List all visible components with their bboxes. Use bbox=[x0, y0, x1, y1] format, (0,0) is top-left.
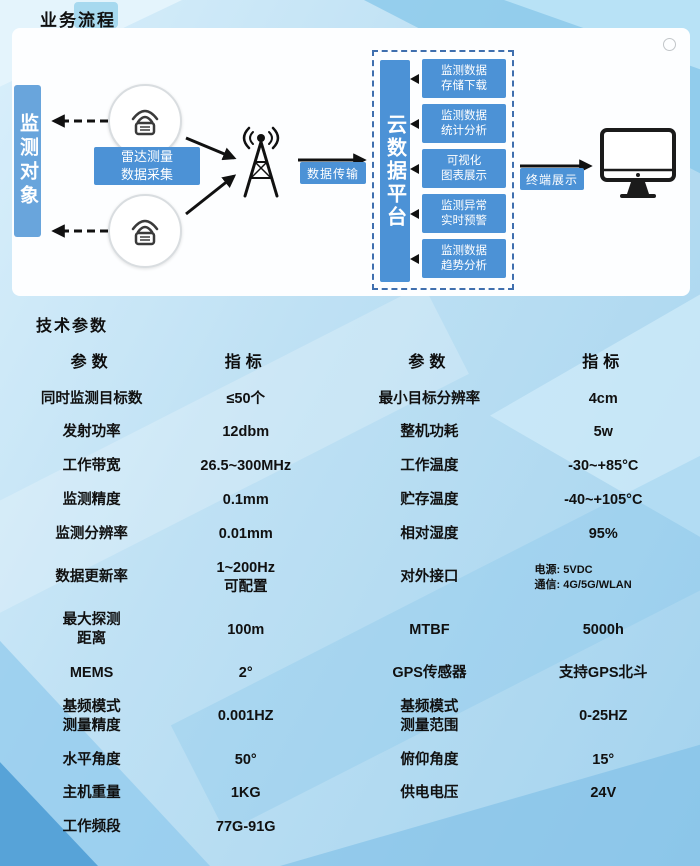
param-cell: 相对湿度 bbox=[400, 525, 459, 542]
data-transfer-label: 数据传输 bbox=[300, 162, 366, 184]
param-cell: 最小目标分辨率 bbox=[378, 390, 481, 407]
value-cell bbox=[525, 820, 682, 835]
cloud-platform-bar: 云数据平台 bbox=[380, 60, 410, 282]
cloud-item-label: 监测数据 存储下载 bbox=[422, 59, 506, 98]
param-cell: MEMS bbox=[69, 665, 114, 682]
params-section-title: 技术参数 bbox=[36, 318, 109, 335]
terminal-display-label: 终端展示 bbox=[520, 168, 584, 190]
value-cell: 24V bbox=[590, 785, 617, 802]
param-cell: 同时监测目标数 bbox=[40, 390, 143, 407]
left-arrow-icon bbox=[410, 163, 419, 174]
left-arrow-icon bbox=[410, 208, 419, 219]
flow-section-title: 业务流程 bbox=[40, 11, 116, 30]
value-cell: 50° bbox=[234, 751, 257, 768]
param-cell: MTBF bbox=[409, 621, 450, 638]
param-cell: 主机重量 bbox=[62, 785, 121, 802]
watermark-icon bbox=[663, 38, 676, 51]
param-cell: 基频模式 测量精度 bbox=[62, 698, 121, 734]
param-cell: GPS传感器 bbox=[392, 665, 467, 682]
cloud-item: 监测异常 实时预警 bbox=[410, 194, 506, 233]
table-header: 指标 bbox=[582, 354, 625, 371]
radar-sensor-node bbox=[108, 194, 182, 268]
value-cell: 4cm bbox=[588, 390, 618, 407]
cloud-item: 可视化 图表展示 bbox=[410, 149, 506, 188]
param-cell bbox=[334, 820, 524, 835]
radar-collect-label: 雷达测量 数据采集 bbox=[94, 147, 200, 185]
table-header: 指标 bbox=[224, 354, 267, 371]
param-cell: 工作温度 bbox=[400, 458, 459, 475]
param-cell: 最大探测 距离 bbox=[62, 612, 121, 648]
param-cell: 发射功率 bbox=[62, 424, 121, 441]
left-arrow-icon bbox=[410, 118, 419, 129]
value-cell: -40~+105°C bbox=[564, 492, 643, 509]
param-cell: 监测分辨率 bbox=[55, 525, 128, 542]
monitored-objects-bar: 监测对象 bbox=[14, 85, 41, 237]
param-cell: 工作带宽 bbox=[62, 458, 121, 475]
param-cell: 工作频段 bbox=[62, 819, 121, 836]
param-cell: 水平角度 bbox=[62, 751, 121, 768]
title-highlight bbox=[74, 2, 118, 28]
cloud-item: 监测数据 统计分析 bbox=[410, 104, 506, 143]
param-cell: 对外接口 bbox=[400, 569, 459, 586]
value-cell: 5w bbox=[593, 424, 613, 441]
value-cell: 0-25HZ bbox=[579, 708, 628, 725]
value-cell: 1KG bbox=[230, 785, 261, 802]
table-header: 参数 bbox=[70, 354, 113, 371]
cloud-item-label: 监测数据 统计分析 bbox=[422, 104, 506, 143]
radar-sensor-icon bbox=[123, 207, 167, 256]
value-cell: 95% bbox=[588, 525, 618, 542]
cloud-platform-box: 云数据平台 监测数据 存储下载监测数据 统计分析可视化 图表展示监测异常 实时预… bbox=[372, 50, 514, 290]
param-cell: 供电电压 bbox=[400, 785, 459, 802]
left-arrow-icon bbox=[410, 253, 419, 264]
value-cell: 1~200Hz 可配置 bbox=[216, 559, 275, 595]
cloud-item-label: 可视化 图表展示 bbox=[422, 149, 506, 188]
value-cell: 电源: 5VDC 通信: 4G/5G/WLAN bbox=[534, 564, 632, 591]
value-cell: 12dbm bbox=[222, 424, 270, 441]
cloud-item: 监测数据 趋势分析 bbox=[410, 239, 506, 278]
value-cell: 100m bbox=[227, 621, 265, 638]
param-cell: 贮存温度 bbox=[400, 492, 459, 509]
param-cell: 数据更新率 bbox=[55, 569, 128, 586]
value-cell: 0.1mm bbox=[222, 492, 269, 509]
value-cell: 0.01mm bbox=[218, 525, 273, 542]
table-header: 参数 bbox=[408, 354, 451, 371]
radar-sensor-icon bbox=[123, 97, 167, 146]
value-cell: 15° bbox=[592, 751, 615, 768]
value-cell: 2° bbox=[238, 665, 253, 682]
left-arrow-icon bbox=[410, 73, 419, 84]
value-cell: -30~+85°C bbox=[568, 458, 639, 475]
value-cell: 支持GPS北斗 bbox=[558, 665, 648, 682]
value-cell: 77G-91G bbox=[215, 819, 276, 836]
cloud-items: 监测数据 存储下载监测数据 统计分析可视化 图表展示监测异常 实时预警监测数据 … bbox=[410, 59, 506, 278]
param-cell: 基频模式 测量范围 bbox=[400, 698, 459, 734]
cloud-item-label: 监测数据 趋势分析 bbox=[422, 239, 506, 278]
flow-diagram-panel: 监测对象 bbox=[12, 28, 690, 296]
cloud-item: 监测数据 存储下载 bbox=[410, 59, 506, 98]
param-cell: 整机功耗 bbox=[400, 424, 459, 441]
monitor-icon bbox=[598, 126, 678, 211]
param-cell: 俯仰角度 bbox=[400, 751, 459, 768]
params-table: 参数 指标 参数 指标 同时监测目标数 ≤50个 最小目标分辨率 4cm 发射功率 12d… bbox=[26, 340, 682, 845]
value-cell: 26.5~300MHz bbox=[200, 458, 292, 475]
value-cell: 5000h bbox=[582, 621, 624, 638]
antenna-tower-icon bbox=[230, 120, 292, 205]
value-cell: 0.001HZ bbox=[217, 708, 274, 725]
cloud-item-label: 监测异常 实时预警 bbox=[422, 194, 506, 233]
value-cell: ≤50个 bbox=[226, 390, 266, 407]
param-cell: 监测精度 bbox=[62, 492, 121, 509]
